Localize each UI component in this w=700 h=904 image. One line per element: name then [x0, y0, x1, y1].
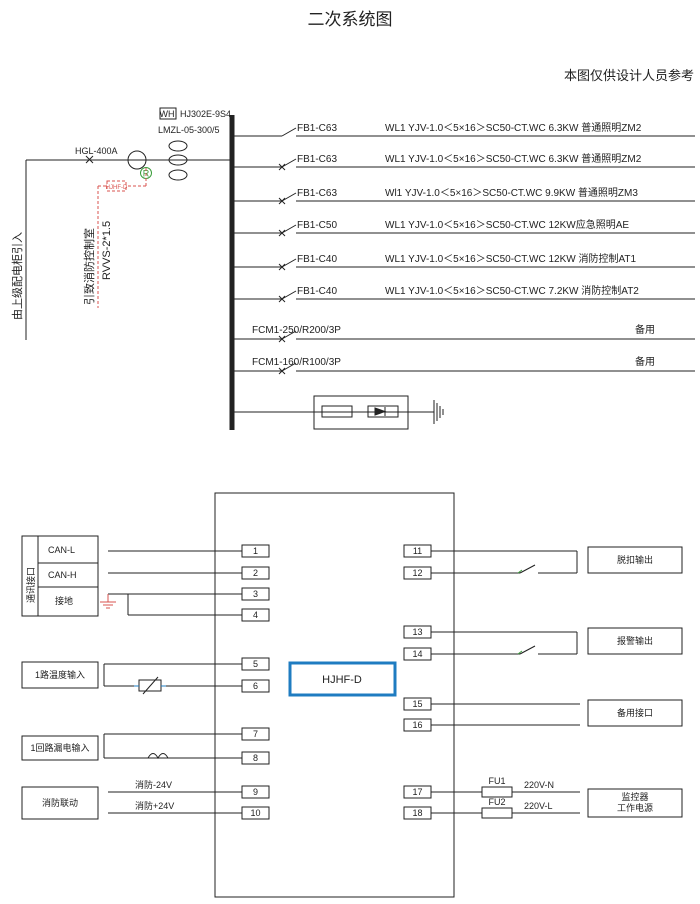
primary-diagram: [25, 107, 235, 430]
terminal-16: 16: [412, 720, 422, 730]
terminal-6: 6: [253, 681, 258, 691]
fire-room-label: 引致消防控制室: [82, 228, 96, 305]
circuit-breaker-label: FB1-C50: [297, 220, 337, 231]
surge-protector: [232, 395, 444, 430]
circuit-4: FB1-C50 WL1 YJV-1.0＜5×16＞SC50-CT.WC 12KW…: [232, 218, 695, 237]
fire-plus-label: 消防+24V: [135, 800, 174, 811]
leak-input-label: 1回路漏电输入: [30, 742, 89, 753]
spare-circuit-2: FCM1-160/R100/3P 备用: [232, 355, 695, 375]
terminal-10: 10: [250, 808, 260, 818]
spare-port-label: 备用接口: [617, 707, 653, 718]
circuit-2: FB1-C63 WL1 YJV-1.0＜5×16＞SC50-CT.WC 6.3K…: [232, 152, 695, 171]
circuit-breaker-label: FB1-C40: [297, 286, 337, 297]
alarm-output-label: 报警输出: [617, 635, 653, 646]
terminal-5: 5: [253, 659, 258, 669]
fire-control-link: [97, 168, 147, 308]
circuit-breaker-label: FB1-C40: [297, 254, 337, 265]
module-label: HJHF-D: [322, 674, 362, 686]
circuit-breaker-label: FB1-C63: [297, 154, 337, 165]
fire-cable-label: RVVS-2*1.5: [101, 221, 113, 280]
circuit-desc: WL1 YJV-1.0＜5×16＞SC50-CT.WC 12KW 消防控制AT1: [385, 252, 637, 265]
trip-output-label: 脱扣输出: [617, 554, 653, 565]
circuit-desc: WL1 YJV-1.0＜5×16＞SC50-CT.WC 7.2KW 消防控制AT…: [385, 284, 639, 297]
fire-minus-label: 消防-24V: [135, 779, 172, 790]
circuit-desc: WL1 YJV-1.0＜5×16＞SC50-CT.WC 6.3KW 普通照明ZM…: [385, 152, 642, 165]
spare-desc: 备用: [635, 355, 655, 368]
circuit-breaker-label: FB1-C63: [297, 123, 337, 134]
terminal-17: 17: [412, 787, 422, 797]
circuit-3: FB1-C63 Wl1 YJV-1.0＜5×16＞SC50-CT.WC 9.9K…: [232, 186, 695, 205]
circuit-6: FB1-C40 WL1 YJV-1.0＜5×16＞SC50-CT.WC 7.2K…: [232, 284, 695, 303]
can-h-label: CAN-H: [48, 570, 77, 580]
reference-note: 本图仅供设计人员参考: [564, 68, 694, 83]
terminal-11: 11: [413, 546, 422, 556]
fu1-label: FU1: [488, 776, 505, 786]
meter-model-label: HJ302E-9S4: [180, 109, 231, 119]
comm-group-label: 通讯接口: [25, 567, 36, 603]
secondary-diagram: HJHF-D 1 2 3 4 5 6 7 8 9 10: [21, 492, 683, 898]
circuit-1: FB1-C63 WL1 YJV-1.0＜5×16＞SC50-CT.WC 6.3K…: [232, 121, 695, 137]
circuit-5: FB1-C40 WL1 YJV-1.0＜5×16＞SC50-CT.WC 12KW…: [232, 252, 695, 271]
ground-label: 接地: [55, 595, 73, 606]
spare-breaker-label: FCM1-160/R100/3P: [252, 357, 341, 368]
hjhf-tag: HJHF-D: [106, 185, 128, 191]
terminal-3: 3: [253, 589, 258, 599]
terminal-15: 15: [412, 699, 422, 709]
terminal-13: 13: [412, 627, 422, 637]
terminal-4: 4: [253, 610, 258, 620]
circuit-desc: WL1 YJV-1.0＜5×16＞SC50-CT.WC 12KW应急照明AE: [385, 218, 629, 231]
terminal-8: 8: [253, 753, 258, 763]
monitor-power-label: 工作电源: [617, 802, 653, 813]
circuit-desc: Wl1 YJV-1.0＜5×16＞SC50-CT.WC 9.9KW 普通照明ZM…: [385, 186, 638, 199]
terminal-9: 9: [253, 787, 258, 797]
page-title: 二次系统图: [308, 10, 393, 29]
meter-wh-label: WH: [160, 109, 175, 119]
monitor-label: 监控器: [621, 791, 648, 802]
fu2-label: FU2: [488, 797, 505, 807]
circuit-desc: WL1 YJV-1.0＜5×16＞SC50-CT.WC 6.3KW 普通照明ZM…: [385, 121, 642, 134]
terminal-12: 12: [412, 568, 422, 578]
incoming-breaker-label: HGL-400A: [75, 146, 118, 156]
spare-desc: 备用: [635, 323, 655, 336]
hjhf-module-box: [288, 661, 397, 697]
temp-input-label: 1路温度输入: [35, 669, 85, 680]
spare-breaker-label: FCM1-250/R200/3P: [252, 325, 341, 336]
ct-model-label: LMZL-05-300/5: [158, 125, 220, 135]
incoming-source-label: 由上级配电柜引入: [10, 232, 24, 320]
spare-circuit-1: FCM1-250/R200/3P 备用: [232, 323, 695, 343]
terminal-1: 1: [253, 546, 258, 556]
fire-link-label: 消防联动: [42, 797, 78, 808]
circuit-breaker-label: FB1-C63: [297, 188, 337, 199]
terminal-7: 7: [253, 729, 258, 739]
can-l-label: CAN-L: [48, 545, 75, 555]
terminal-14: 14: [412, 649, 422, 659]
voltage-n-label: 220V-N: [524, 780, 554, 790]
terminal-2: 2: [253, 568, 258, 578]
terminal-18: 18: [412, 808, 422, 818]
voltage-l-label: 220V-L: [524, 801, 553, 811]
